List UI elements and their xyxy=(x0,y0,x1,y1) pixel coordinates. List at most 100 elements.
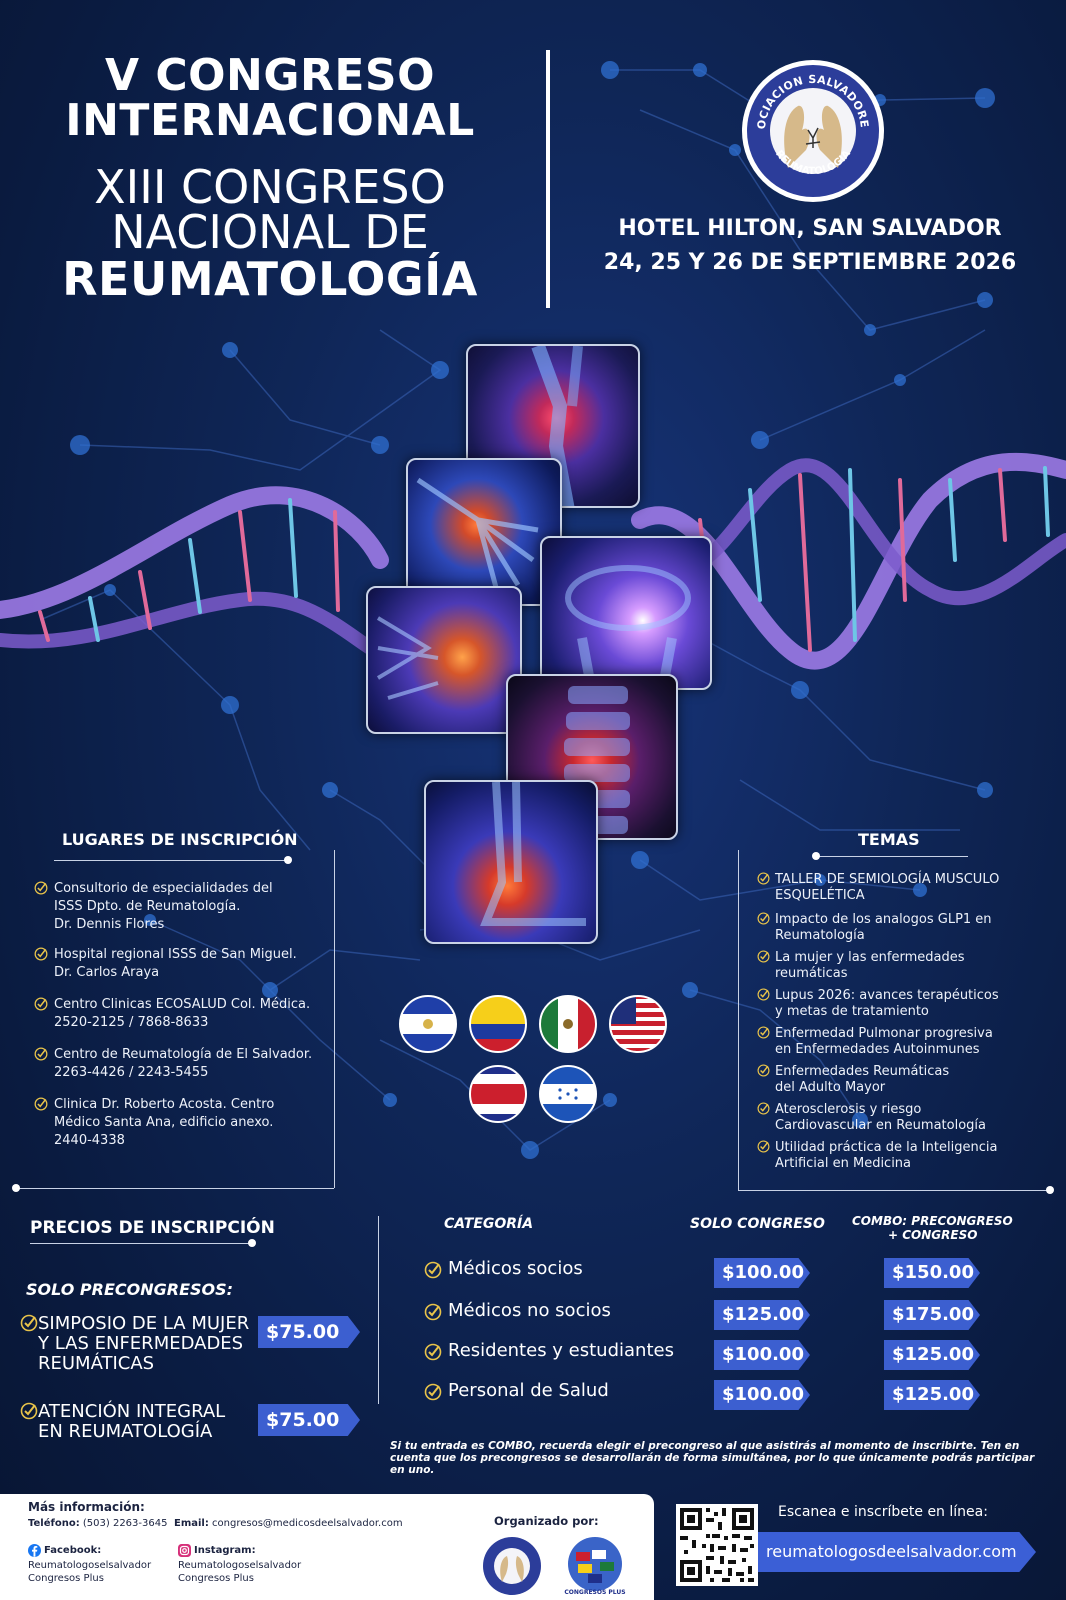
preconf-1-check-icon xyxy=(20,1314,38,1332)
svg-text:CONGRESOS PLUS: CONGRESOS PLUS xyxy=(564,1589,625,1596)
lugar-text: Clinica Dr. Roberto Acosta. Centro Médic… xyxy=(54,1097,275,1148)
check-icon xyxy=(424,1261,442,1283)
flag-honduras xyxy=(539,1065,597,1123)
lugares-vline xyxy=(334,850,335,1188)
preconf-1-label: SIMPOSIO DE LA MUJER Y LAS ENFERMEDADES … xyxy=(38,1313,250,1374)
title-line-2: INTERNACIONAL xyxy=(65,95,475,146)
check-icon xyxy=(424,1343,442,1365)
qr-code[interactable] xyxy=(676,1504,758,1586)
flag-el-salvador xyxy=(399,995,457,1053)
tema-item: Enfermedades Reumáticas del Adulto Mayor xyxy=(757,1064,1050,1096)
col-categoria: CATEGORÍA xyxy=(444,1216,534,1232)
lugares-rule xyxy=(54,860,288,861)
facebook-account-1[interactable]: Reumatologoselsalvador xyxy=(28,1560,152,1571)
tema-text: TALLER DE SEMIOLOGÍA MUSCULO ESQUELÉTICA xyxy=(775,872,1000,903)
price-combo: $150.00 xyxy=(884,1258,980,1288)
temas-bottom-dot xyxy=(1046,1186,1054,1194)
title-line-4: NACIONAL DE xyxy=(111,205,429,259)
lugar-text: Centro Clinicas ECOSALUD Col. Médica. 25… xyxy=(54,997,311,1030)
tema-text: Aterosclerosis y riesgo Cardiovascular e… xyxy=(775,1102,986,1133)
organizer-logo-congresos-plus: CONGRESOS PLUS xyxy=(564,1537,626,1596)
title-divider xyxy=(546,50,550,308)
instagram-icon xyxy=(178,1544,191,1557)
hand-image xyxy=(406,458,562,606)
precios-vline xyxy=(378,1216,379,1404)
organizado-label: Organizado por: xyxy=(494,1514,599,1528)
telefono-value: (503) 2263-3645 xyxy=(82,1518,168,1529)
check-icon xyxy=(757,1064,770,1077)
check-icon xyxy=(757,950,770,963)
lugares-rule-dot xyxy=(284,856,292,864)
tema-item: Impacto de los analogos GLP1 en Reumatol… xyxy=(757,912,1050,944)
precios-rule xyxy=(30,1243,250,1244)
lugar-item: Clinica Dr. Roberto Acosta. Centro Médic… xyxy=(34,1096,334,1150)
col-combo-line2: + CONGRESO xyxy=(888,1228,978,1242)
tema-text: Impacto de los analogos GLP1 en Reumatol… xyxy=(775,912,992,943)
flag-costa-rica xyxy=(469,1065,527,1123)
price-solo-congreso: $100.00 xyxy=(714,1258,810,1288)
price-combo: $175.00 xyxy=(884,1300,980,1330)
price-category: Médicos socios xyxy=(448,1258,583,1279)
website-link[interactable]: reumatologosdeelsalvador.com xyxy=(758,1532,1036,1572)
check-icon xyxy=(34,997,48,1011)
combo-note: Si tu entrada es COMBO, recuerda elegir … xyxy=(390,1440,1035,1476)
instagram-account-2[interactable]: Congresos Plus xyxy=(178,1573,254,1584)
temas-title: TEMAS xyxy=(858,830,920,849)
check-icon xyxy=(34,1047,48,1061)
price-solo-congreso: $100.00 xyxy=(714,1340,810,1370)
telefono-label: Teléfono: xyxy=(28,1518,80,1529)
facebook-label: Facebook: xyxy=(44,1545,102,1556)
tema-text: La mujer y las enfermedades reumáticas xyxy=(775,950,965,981)
email-value[interactable]: congresos@medicosdeelsalvador.com xyxy=(212,1518,403,1529)
tema-text: Utilidad práctica de la Inteligencia Art… xyxy=(775,1140,998,1171)
organizer-logo-association xyxy=(483,1537,541,1595)
shoulder-image xyxy=(366,586,522,734)
check-icon xyxy=(757,1026,770,1039)
price-category: Personal de Salud xyxy=(448,1380,609,1401)
preconf-2-check-icon xyxy=(20,1402,38,1420)
col-combo-line1: COMBO: PRECONGRESO xyxy=(852,1214,1013,1228)
tema-item: Aterosclerosis y riesgo Cardiovascular e… xyxy=(757,1102,1050,1134)
footer-card: Más información: Teléfono: (503) 2263-36… xyxy=(0,1494,654,1600)
temas-vline xyxy=(738,850,739,1190)
temas-bottom-rule xyxy=(738,1190,1052,1191)
precongresos-title: SOLO PRECONGRESOS: xyxy=(26,1280,234,1299)
price-solo-congreso: $100.00 xyxy=(714,1380,810,1410)
association-logo: ASOCIACION SALVADOREÑA REUMATOLOGIA xyxy=(740,58,884,202)
lugar-text: Hospital regional ISSS de San Miguel. Dr… xyxy=(54,947,297,980)
flag-usa xyxy=(609,995,667,1053)
check-icon xyxy=(757,872,770,885)
tema-text: Lupus 2026: avances terapéuticos y metas… xyxy=(775,988,999,1019)
check-icon xyxy=(424,1303,442,1325)
preconf-2-price: $75.00 xyxy=(258,1404,360,1436)
scan-label: Escanea e inscríbete en línea: xyxy=(778,1504,988,1520)
flag-mexico xyxy=(539,995,597,1053)
tema-item: Enfermedad Pulmonar progresiva en Enferm… xyxy=(757,1026,1050,1058)
check-icon xyxy=(34,1097,48,1111)
lugar-item: Consultorio de especialidades del ISSS D… xyxy=(34,880,334,934)
tema-item: Lupus 2026: avances terapéuticos y metas… xyxy=(757,988,1050,1020)
tema-item: La mujer y las enfermedades reumáticas xyxy=(757,950,1050,982)
check-icon xyxy=(757,912,770,925)
check-icon xyxy=(757,988,770,1001)
check-icon xyxy=(424,1383,442,1405)
facebook-account-2[interactable]: Congresos Plus xyxy=(28,1573,104,1584)
title-line-3: XIII CONGRESO xyxy=(94,160,446,214)
flag-colombia xyxy=(469,995,527,1053)
tema-text: Enfermedad Pulmonar progresiva en Enferm… xyxy=(775,1026,993,1057)
instagram-label: Instagram: xyxy=(194,1545,256,1556)
lugares-bottom-dot xyxy=(12,1184,20,1192)
facebook-icon xyxy=(28,1544,41,1557)
preconf-1-price: $75.00 xyxy=(258,1316,360,1348)
price-category: Residentes y estudiantes xyxy=(448,1340,674,1361)
preconf-2-label: ATENCIÓN INTEGRAL EN REUMATOLOGÍA xyxy=(38,1401,226,1442)
precios-title: PRECIOS DE INSCRIPCIÓN xyxy=(30,1218,275,1238)
check-icon xyxy=(757,1102,770,1115)
check-icon xyxy=(757,1140,770,1153)
title-line-5: REUMATOLOGÍA xyxy=(62,252,478,306)
check-icon xyxy=(34,881,48,895)
lugar-item: Hospital regional ISSS de San Miguel. Dr… xyxy=(34,946,334,982)
instagram-account-1[interactable]: Reumatologoselsalvador xyxy=(178,1560,302,1571)
price-combo: $125.00 xyxy=(884,1380,980,1410)
